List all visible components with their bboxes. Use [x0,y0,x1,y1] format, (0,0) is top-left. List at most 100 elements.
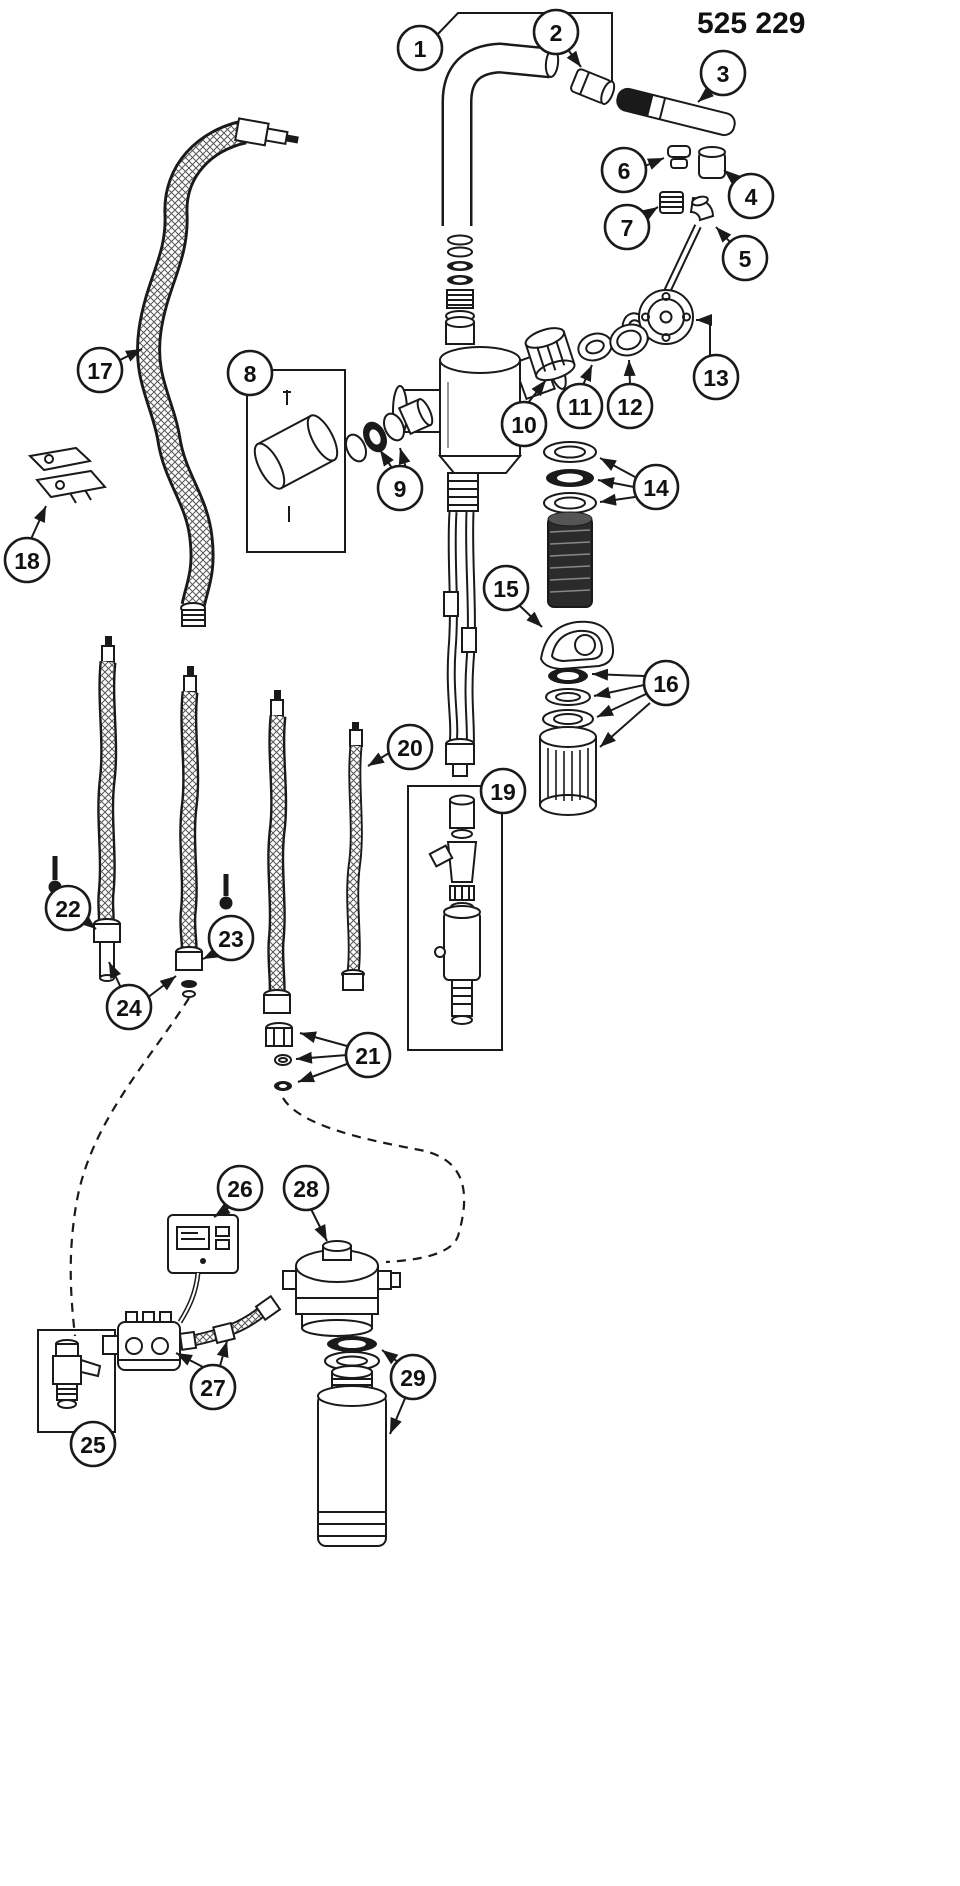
part-17-hose-drawing [149,117,299,627]
callout-2-circle [532,8,580,56]
callout-19-label: 19 [490,779,516,805]
callout-3-label: 3 [717,61,730,87]
part-26-control-unit-drawing [167,1214,239,1324]
callout-13: 13 [692,353,740,401]
callout-16-label: 16 [653,671,679,697]
callout-23-label: 23 [218,926,244,952]
callout-28: 28 [282,1164,330,1212]
callout-14-label: 14 [643,475,669,501]
callout-20-circle [386,723,434,771]
callout-3: 3 [699,49,747,97]
callout-4-circle [727,172,775,220]
callout-2: 2 [532,8,580,56]
part-7-screw-drawing [659,191,684,214]
callout-12: 12 [606,382,654,430]
callout-11: 11 [556,382,604,430]
part-16-nut-drawing [539,726,597,816]
part-spout-drawing [441,42,560,226]
box-item-8 [246,369,346,553]
callout-18-label: 18 [14,548,40,574]
callout-14: 14 [632,463,680,511]
part-14-seals-drawing [543,441,597,514]
callout-25-circle [69,1420,117,1468]
part-hose-c-drawing [263,690,291,1014]
part-13-rod-drawing [660,224,702,300]
part-29-cartridge-drawing [317,1336,387,1547]
callout-23: 23 [207,914,255,962]
callout-9: 9 [376,464,424,512]
part-5-elbow-drawing [689,195,715,222]
callout-24-label: 24 [116,995,142,1021]
callout-13-circle [692,353,740,401]
callout-15-label: 15 [493,576,519,602]
part-4-cap-drawing [698,146,726,179]
part-9-seals-drawing [344,398,434,463]
part-15-escutcheon-drawing [539,620,615,671]
callout-26: 26 [216,1164,264,1212]
part-8-handle-drawing [253,390,339,522]
part-21-fittings-drawing [265,1022,293,1091]
part-filter-screen-drawing [547,511,593,608]
callout-9-circle [376,464,424,512]
callout-21-circle [344,1031,392,1079]
part-aerator-drawing [570,68,616,106]
callout-22-circle [44,884,92,932]
callout-11-circle [556,382,604,430]
callout-6-label: 6 [618,158,631,184]
part-23-hose-drawing [175,666,203,998]
leader-lines [30,46,741,1435]
callout-12-circle [606,382,654,430]
callout-14-circle [632,463,680,511]
callout-29-circle [389,1353,437,1401]
callout-2-label: 2 [550,20,563,46]
callout-12-label: 12 [617,394,643,420]
callout-29: 29 [389,1353,437,1401]
part-supply-tubes-drawing [443,512,477,777]
part-28-filter-head-drawing [282,1240,401,1337]
callout-18: 18 [3,536,51,584]
callout-17: 17 [76,346,124,394]
part-11-ring-drawing [577,332,613,362]
part-20-hose-drawing [341,722,365,991]
callout-8-label: 8 [244,361,257,387]
callout-11-label: 11 [568,394,593,420]
callout-10-circle [500,400,548,448]
callout-29-label: 29 [400,1365,426,1391]
callout-1-circle [396,24,444,72]
part-22-hose-drawing [93,636,121,982]
part-12-ring-drawing [609,323,649,357]
callout-10: 10 [500,400,548,448]
callout-4: 4 [727,172,775,220]
callout-28-circle [282,1164,330,1212]
part-25-valve-drawing [52,1339,102,1409]
part-19-valve-drawing [428,794,481,1025]
part-10-cartridge-drawing [524,327,576,382]
callout-5-circle [721,234,769,282]
callout-22: 22 [44,884,92,932]
callout-10-label: 10 [511,412,537,438]
bracket-item-1 [435,12,613,90]
callout-20-label: 20 [397,735,423,761]
part-shank-rings-drawing [445,234,475,345]
callout-8: 8 [226,349,274,397]
callout-21: 21 [344,1031,392,1079]
callout-25-label: 25 [80,1432,106,1458]
part-handle-drawing [616,87,736,137]
callout-18-circle [3,536,51,584]
callout-26-label: 26 [227,1176,253,1202]
callout-9-label: 9 [394,476,407,502]
callout-27-label: 27 [200,1375,226,1401]
part-16-seals-drawing [542,668,594,729]
callout-3-circle [699,49,747,97]
callout-7-label: 7 [621,215,634,241]
callout-7: 7 [603,203,651,251]
callout-26-circle [216,1164,264,1212]
callout-28-label: 28 [293,1176,319,1202]
callout-16-circle [642,659,690,707]
callout-21-label: 21 [355,1043,381,1069]
callout-4-label: 4 [745,184,758,210]
callout-24: 24 [105,983,153,1031]
callout-1: 1 [396,24,444,72]
